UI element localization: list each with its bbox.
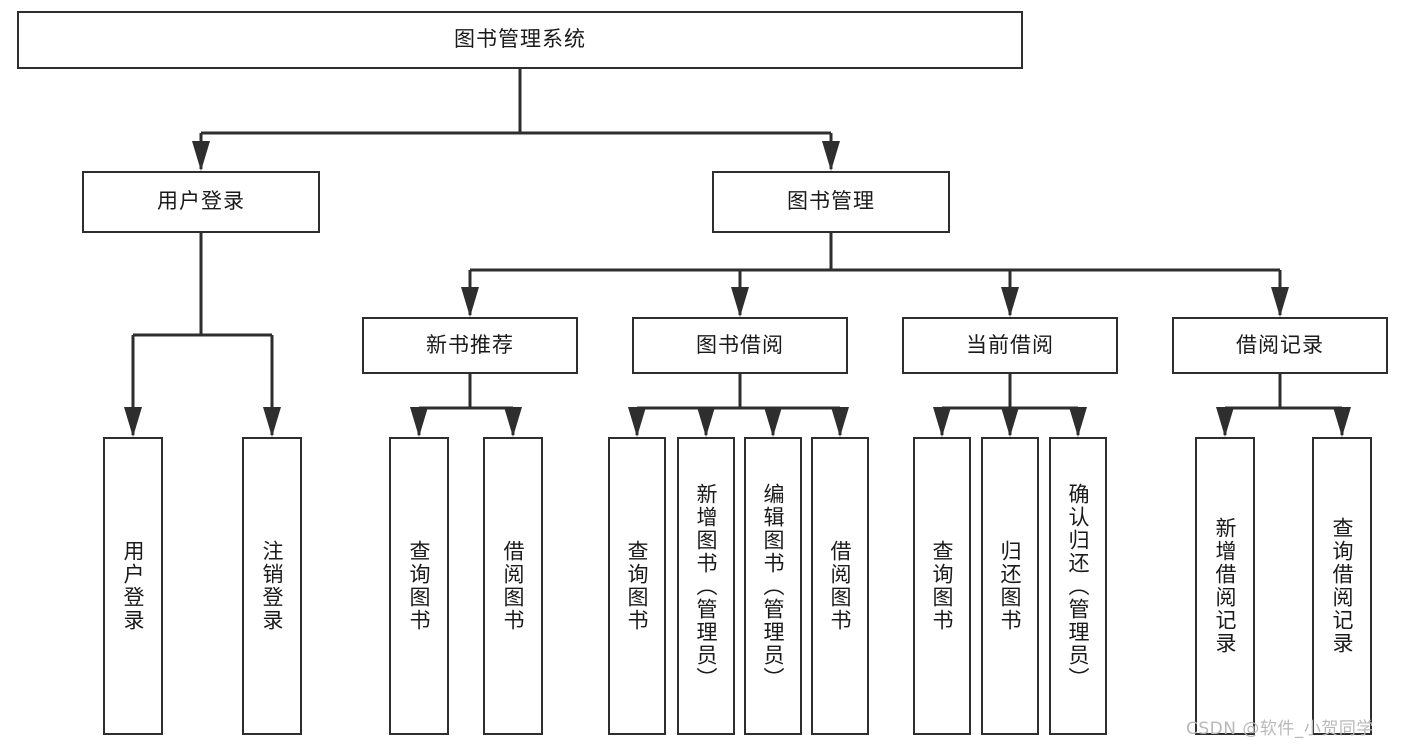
arrowhead-leaf-add-book — [697, 407, 715, 437]
node-user-login[interactable]: 用户登录 — [82, 171, 320, 233]
node-book-manage[interactable]: 图书管理 — [712, 171, 950, 233]
arrowhead-leaf-logout — [263, 407, 281, 437]
node-current-borrow[interactable]: 当前借阅 — [902, 317, 1118, 374]
arrowhead-new-book-rec — [461, 287, 479, 317]
node-leaf-query-book-2[interactable]: 查询图书 — [608, 437, 666, 735]
node-label: 图书借阅 — [696, 332, 784, 357]
node-label: 用户登录 — [157, 189, 245, 214]
arrowhead-leaf-edit-book — [764, 407, 782, 437]
node-leaf-borrow-book-1[interactable]: 借阅图书 — [483, 437, 543, 735]
arrowhead-leaf-confirm-return — [1069, 407, 1087, 437]
node-leaf-user-login[interactable]: 用户登录 — [103, 437, 163, 735]
node-label: 新增借阅记录 — [1213, 517, 1238, 655]
node-leaf-query-book-1[interactable]: 查询图书 — [389, 437, 449, 735]
node-leaf-query-record[interactable]: 查询借阅记录 — [1312, 437, 1372, 735]
arrowhead-user-login — [192, 141, 210, 171]
node-book-borrow[interactable]: 图书借阅 — [632, 317, 848, 374]
node-label: 查询图书 — [930, 540, 955, 632]
node-label: 借阅图书 — [828, 540, 853, 632]
node-leaf-borrow-book-2[interactable]: 借阅图书 — [811, 437, 869, 735]
node-leaf-logout[interactable]: 注销登录 — [242, 437, 302, 735]
node-label: 借阅图书 — [501, 540, 526, 632]
node-label: 编辑图书（管理员） — [761, 482, 786, 690]
arrowhead-current-borrow — [1001, 287, 1019, 317]
node-label: 新增图书（管理员） — [694, 482, 719, 690]
node-label: 用户登录 — [121, 540, 146, 632]
arrowhead-book-manage — [822, 141, 840, 171]
arrowhead-leaf-query-book-2 — [628, 407, 646, 437]
node-label: 借阅记录 — [1236, 332, 1324, 357]
node-leaf-query-book-3[interactable]: 查询图书 — [913, 437, 971, 735]
node-root[interactable]: 图书管理系统 — [17, 11, 1023, 69]
node-leaf-return-book[interactable]: 归还图书 — [981, 437, 1039, 735]
arrowhead-book-borrow — [731, 287, 749, 317]
node-label: 查询图书 — [407, 540, 432, 632]
csdn-watermark: CSDN @软件_小贺同学 — [1186, 719, 1374, 739]
node-new-book-rec[interactable]: 新书推荐 — [362, 317, 578, 374]
node-label: 新书推荐 — [426, 332, 514, 357]
node-label: 图书管理 — [787, 189, 875, 214]
arrowhead-leaf-borrow-book-2 — [831, 407, 849, 437]
arrowhead-leaf-return-book — [1001, 407, 1019, 437]
node-label: 确认归还（管理员） — [1066, 482, 1091, 690]
node-label: 注销登录 — [260, 540, 285, 632]
node-leaf-add-book[interactable]: 新增图书（管理员） — [677, 437, 735, 735]
arrowhead-leaf-query-book-3 — [933, 407, 951, 437]
arrowhead-borrow-record — [1271, 287, 1289, 317]
arrowhead-leaf-query-book-1 — [410, 407, 428, 437]
node-borrow-record[interactable]: 借阅记录 — [1172, 317, 1388, 374]
node-label: 查询图书 — [625, 540, 650, 632]
arrowhead-leaf-query-record — [1333, 407, 1351, 437]
node-leaf-edit-book[interactable]: 编辑图书（管理员） — [744, 437, 802, 735]
arrowhead-leaf-user-login — [124, 407, 142, 437]
node-label: 当前借阅 — [966, 332, 1054, 357]
node-label: 归还图书 — [998, 540, 1023, 632]
arrowhead-leaf-borrow-book-1 — [504, 407, 522, 437]
node-label: 图书管理系统 — [454, 27, 586, 52]
node-leaf-confirm-return[interactable]: 确认归还（管理员） — [1049, 437, 1107, 735]
node-label: 查询借阅记录 — [1330, 517, 1355, 655]
arrowhead-leaf-add-record — [1216, 407, 1234, 437]
node-leaf-add-record[interactable]: 新增借阅记录 — [1195, 437, 1255, 735]
